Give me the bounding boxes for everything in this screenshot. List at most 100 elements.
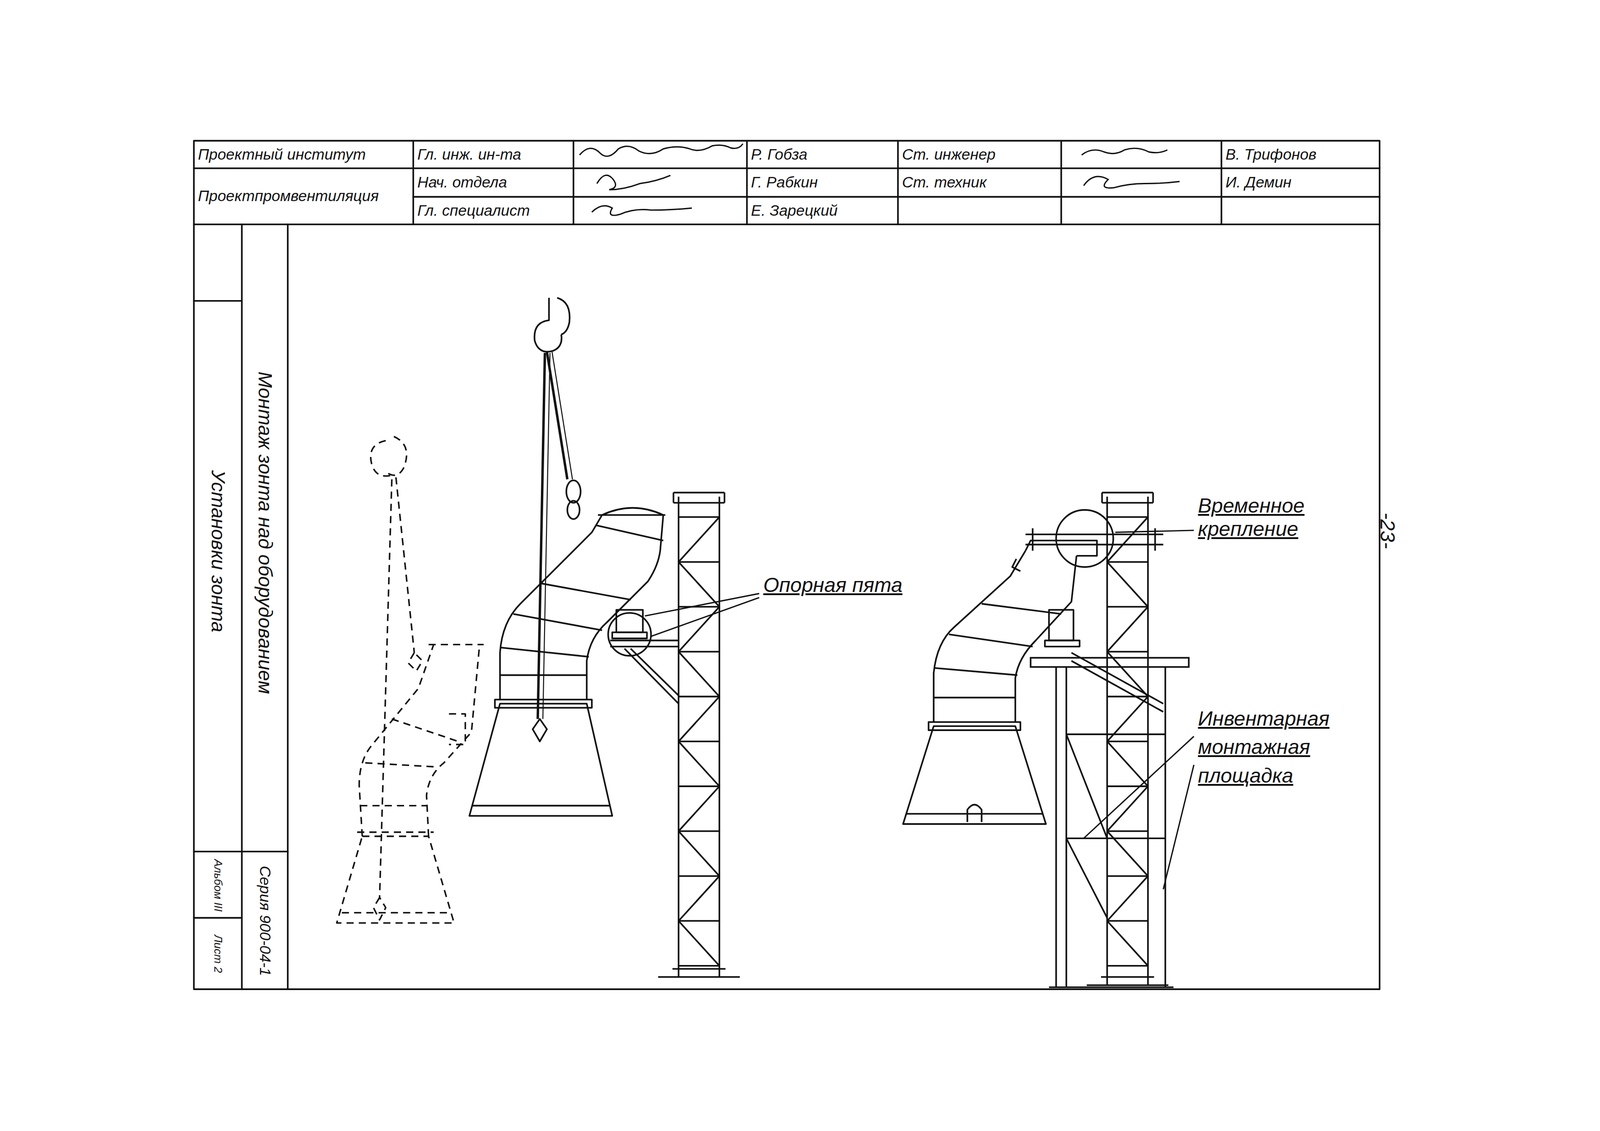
hood-lifting — [534, 297, 562, 352]
title-block-cell: Гл. инж. ин-та — [413, 140, 574, 169]
mast-member — [1106, 920, 1148, 923]
mast-member — [1106, 517, 1148, 562]
mast-member — [1106, 561, 1148, 607]
hood-lifting — [602, 508, 664, 516]
hood-mounted — [967, 804, 982, 822]
hood-dashed — [336, 436, 484, 924]
hood-lifting — [551, 352, 573, 480]
title-block-cell: Ст. техник — [898, 168, 1062, 198]
series-number: Серия 900-04-1 — [241, 851, 288, 990]
hood-mounted — [1025, 533, 1164, 536]
hood-dashed — [359, 644, 434, 837]
hood-lifting — [540, 583, 631, 600]
hood-dashed — [373, 897, 386, 920]
mast-member — [678, 517, 720, 562]
drawing-frame — [1220, 140, 1223, 225]
mast-member — [1106, 786, 1148, 832]
mast-member — [678, 920, 720, 923]
hood-lifting — [532, 719, 547, 742]
title-block-cell: Нач. отдела — [413, 168, 574, 198]
mast-member — [678, 740, 720, 743]
callout-label: Инвентарная монтажная площадка — [1198, 704, 1374, 807]
hood-mounted — [934, 668, 1018, 676]
hood-mounted — [933, 550, 1026, 723]
mast-member — [678, 561, 720, 563]
mast-member — [678, 696, 720, 742]
hood-mounted — [949, 634, 1033, 647]
signature — [579, 143, 1180, 216]
mounting-platform — [624, 648, 679, 704]
hood-lifting — [596, 525, 664, 541]
mast-member — [1106, 920, 1148, 966]
mast-member — [658, 976, 740, 979]
mast-member — [678, 920, 720, 966]
signature — [1081, 148, 1168, 156]
hood-dashed — [341, 912, 450, 914]
mast-member — [1106, 516, 1148, 519]
signature — [592, 205, 692, 216]
mast-member — [672, 492, 675, 503]
mounting-platform — [1066, 838, 1107, 918]
sheet-title: Установки зонта — [193, 408, 242, 694]
mast-member — [1101, 491, 1154, 494]
hood-dashed — [370, 440, 392, 477]
drawing-frame — [412, 140, 415, 225]
mast — [658, 492, 1169, 986]
title-block-cell: И. Демин — [1221, 168, 1380, 198]
mounting-platform — [610, 645, 679, 648]
sheet-number: Лист 2 — [193, 920, 242, 988]
mounting-platform — [1030, 657, 1190, 667]
hood-lifting — [566, 480, 581, 503]
hood-lifting — [542, 353, 551, 720]
hood-lifting — [472, 805, 611, 807]
callout-label: Опорная пята — [763, 573, 947, 608]
mast-member — [1101, 502, 1154, 504]
hood-dashed — [395, 477, 415, 654]
title-block-cell: Проектпромвентиляция — [193, 168, 414, 225]
mast-member — [678, 651, 720, 697]
hood-lifting — [607, 612, 651, 656]
title-block-cell: Р. Гобза — [747, 140, 899, 169]
hood-dashed — [428, 644, 484, 646]
hood-lifting — [597, 514, 666, 517]
mast-member — [678, 785, 720, 788]
mast-member — [1106, 740, 1148, 743]
hood-lifting — [499, 674, 587, 677]
drawing-frame — [746, 140, 749, 225]
hood-dashed — [357, 831, 434, 833]
mast-member — [678, 561, 720, 607]
drawing-frame — [193, 917, 242, 920]
mounting-platform — [610, 639, 679, 642]
mast-member — [678, 516, 720, 519]
hood-lifting — [469, 703, 613, 816]
mast-member — [673, 491, 725, 494]
mast-member — [1152, 492, 1154, 503]
title-block-cell: Ст. инженер — [898, 140, 1062, 169]
mast-member — [1101, 492, 1103, 503]
leader-line — [650, 597, 759, 637]
drawing-frame — [193, 140, 1380, 990]
hood-lifting — [557, 297, 570, 335]
drawing-frame — [193, 223, 1380, 226]
title-block-cell: Проектный институт — [193, 140, 414, 169]
mast-member — [678, 831, 720, 877]
mast-member — [673, 502, 725, 504]
callout-label: Временное крепление — [1198, 493, 1374, 566]
leader-line — [1115, 530, 1194, 533]
mast-member — [1106, 650, 1148, 653]
signature — [597, 175, 671, 190]
hood-dashed — [408, 652, 423, 671]
hood-dashed — [391, 719, 462, 743]
album-number: Альбом III — [193, 854, 242, 918]
mounting-platform — [1055, 667, 1058, 988]
drawing-frame — [240, 224, 243, 990]
hood-lifting — [469, 297, 666, 816]
mast-member — [1106, 876, 1148, 921]
drawing-frame — [413, 196, 1380, 198]
mast-member — [1106, 607, 1148, 652]
signature — [579, 143, 743, 156]
hood-mounted — [1071, 652, 1164, 704]
mounting-platform — [1066, 733, 1166, 736]
hood-mounted — [1044, 640, 1080, 647]
